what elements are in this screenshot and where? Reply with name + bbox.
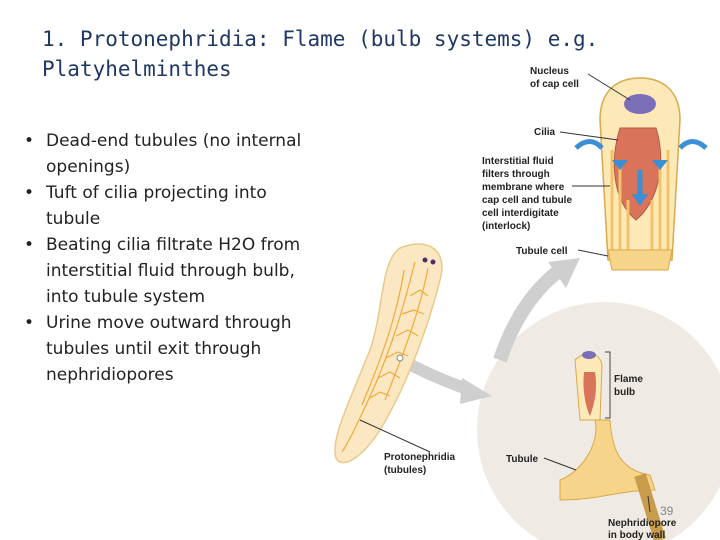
- flame-bulb-bracket: [605, 351, 611, 419]
- bullet-dot: •: [24, 131, 35, 151]
- label-tubule: Tubule: [506, 454, 538, 465]
- bullet-text: Dead-end tubules (no internal openings): [46, 131, 302, 177]
- bullet-item: • Dead-end tubules (no internal openings): [20, 128, 320, 180]
- bullet-dot: •: [24, 235, 35, 255]
- blue-arrow-left: [574, 139, 604, 150]
- label-interstitial-line5: cell interdigitate: [482, 208, 559, 219]
- label-nucleus-line1: Nucleus: [530, 66, 569, 77]
- bullet-dot: •: [24, 313, 35, 333]
- label-cilia: Cilia: [534, 127, 556, 138]
- label-protonephridia-line1: Protonephridia: [384, 452, 456, 463]
- flatworm-body: [334, 243, 443, 464]
- zoom-arrowhead-lower: [460, 378, 492, 404]
- cap-cell-nucleus: [624, 94, 656, 114]
- bullet-text: Beating cilia filtrate H2O from intersti…: [46, 235, 301, 307]
- flatworm-tubules: [341, 261, 429, 453]
- label-tubule-cell: Tubule cell: [516, 246, 568, 257]
- label-interstitial-line1: Interstitial fluid: [482, 156, 554, 167]
- bullet-text: Urine move outward through tubules until…: [46, 313, 292, 385]
- bullet-dot: •: [24, 183, 35, 203]
- tubule-cell: [607, 249, 673, 271]
- leader-lines: [359, 73, 651, 513]
- slide-title-line1: 1. Protonephridia: Flame (bulb systems) …: [42, 27, 599, 51]
- flame-bulb-small-nucleus: [582, 351, 596, 359]
- blue-arrowhead-in-right: [652, 160, 668, 170]
- bullet-list: • Dead-end tubules (no internal openings)…: [20, 128, 320, 388]
- page-number: 39: [660, 504, 674, 518]
- label-flame-bulb-line1: Flame: [614, 374, 643, 385]
- slide-title: 1. Protonephridia: Flame (bulb systems) …: [42, 24, 602, 84]
- blue-arrow-down-head: [632, 194, 648, 206]
- bullet-text: Tuft of cilia projecting into tubule: [46, 183, 267, 229]
- slide-title-line2: Platyhelminthes: [42, 57, 232, 81]
- blue-arrow-right: [678, 139, 708, 150]
- label-interstitial-line2: filters through: [482, 169, 550, 180]
- label-nephridiopore-line2: in body wall: [608, 530, 665, 540]
- label-flame-bulb-line2: bulb: [614, 387, 635, 398]
- blue-arrowhead-in-left: [612, 160, 628, 170]
- flatworm-eyespot-right: [430, 259, 436, 265]
- label-interstitial-line4: cap cell and tubule: [482, 195, 572, 206]
- label-nucleus-line2: of cap cell: [530, 79, 579, 90]
- label-protonephridia-line2: (tubules): [384, 465, 426, 476]
- bullet-item: • Urine move outward through tubules unti…: [20, 310, 320, 388]
- tubule-network: [559, 419, 656, 501]
- flame-bulb-small-cilia: [583, 372, 597, 416]
- label-nephridiopore-line1: Nephridiopore: [608, 518, 677, 529]
- flatworm-zoom-marker: [396, 354, 404, 362]
- bullet-item: • Tuft of cilia projecting into tubule: [20, 180, 320, 232]
- zoom-arrowhead-upper: [548, 258, 580, 288]
- zoom-arrow-upper: [493, 264, 565, 363]
- label-interstitial-line6: (interlock): [482, 221, 530, 232]
- label-interstitial-line3: membrane where: [482, 182, 565, 193]
- nephridiopore-duct: [634, 473, 666, 540]
- zoom-arrow-lower: [402, 356, 472, 396]
- tubule-cell-interdigitations: [610, 150, 670, 254]
- flatworm-eyespot-left: [422, 257, 428, 263]
- bullet-item: • Beating cilia filtrate H2O from interst…: [20, 232, 320, 310]
